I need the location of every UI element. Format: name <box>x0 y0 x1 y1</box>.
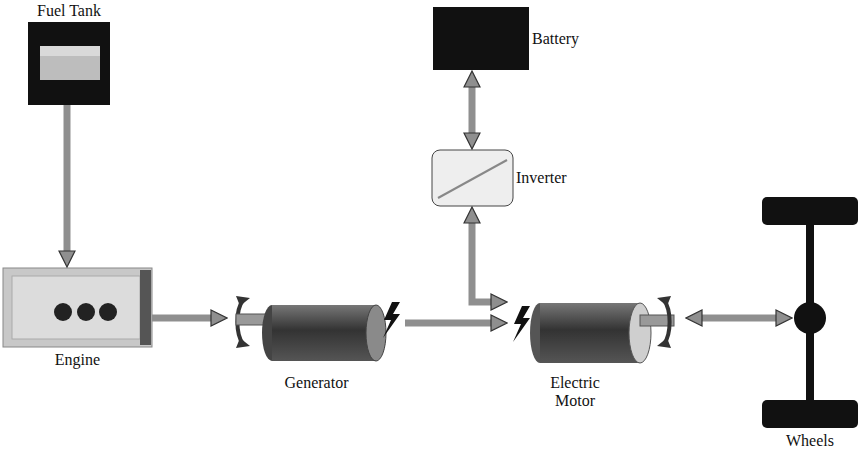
flow-arrow <box>469 85 476 135</box>
component-label: Wheels <box>786 432 834 450</box>
component-label: Battery <box>532 30 579 48</box>
fuel-tank-icon <box>28 22 110 105</box>
component-node: Electric Motor <box>508 290 685 370</box>
engine-icon <box>3 268 152 347</box>
component-node: Engine <box>3 268 152 347</box>
component-node: Generator <box>228 290 405 370</box>
generator-icon <box>236 296 400 361</box>
flow-arrow <box>472 221 493 302</box>
label-text: Fuel Tank <box>37 2 101 19</box>
flow-arrow <box>152 315 213 322</box>
component-label: Engine <box>55 351 100 369</box>
component-label: Electric Motor <box>533 374 617 410</box>
label-text: Engine <box>55 351 100 368</box>
component-label: Generator <box>285 374 349 392</box>
electric-motor-icon <box>513 296 674 363</box>
flow-arrow <box>700 315 778 322</box>
component-node: Wheels <box>793 197 858 428</box>
wheels-icon <box>762 197 858 428</box>
flow-arrow <box>405 320 493 327</box>
label-text: Inverter <box>516 169 567 186</box>
label-text: Wheels <box>786 432 834 449</box>
component-node: Fuel Tank <box>28 22 110 105</box>
component-node: Inverter <box>432 150 513 206</box>
component-label: Inverter <box>516 169 567 187</box>
label-text: Electric Motor <box>550 374 600 409</box>
component-label: Fuel Tank <box>37 2 101 20</box>
battery-icon <box>433 7 529 70</box>
inverter-icon <box>432 150 513 206</box>
flow-arrow <box>64 105 71 253</box>
label-text: Generator <box>285 374 349 391</box>
label-text: Battery <box>532 30 579 47</box>
component-node: Battery <box>433 7 529 70</box>
